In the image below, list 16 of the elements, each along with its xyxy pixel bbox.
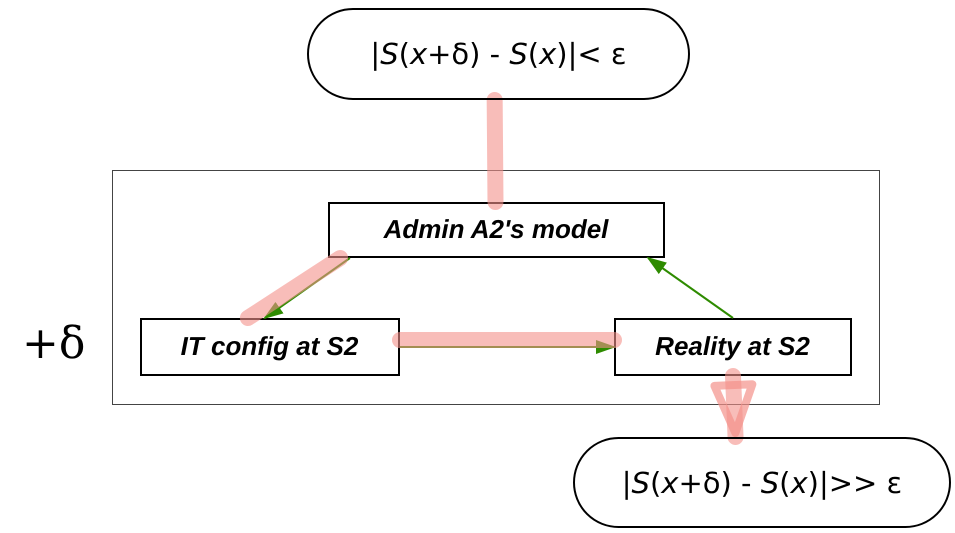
process-box <box>614 318 852 376</box>
condition-box <box>307 8 690 100</box>
process-box <box>140 318 400 376</box>
box-label: IT config at S2 <box>180 331 358 362</box>
box-label: Admin A2's model <box>384 214 608 245</box>
condition-box <box>573 437 951 528</box>
arrow <box>263 257 350 320</box>
formula-text: |S(x+δ) - S(x)|< ε <box>370 37 627 71</box>
arrow <box>400 340 616 354</box>
process-box <box>328 202 664 258</box>
box-label: Reality at S2 <box>655 331 810 362</box>
group-frame <box>112 170 880 405</box>
arrow <box>646 256 734 319</box>
variable-label: +δ <box>22 318 86 369</box>
highlight-path <box>392 332 622 348</box>
formula-text: |S(x+δ) - S(x)|>> ε <box>622 466 902 500</box>
